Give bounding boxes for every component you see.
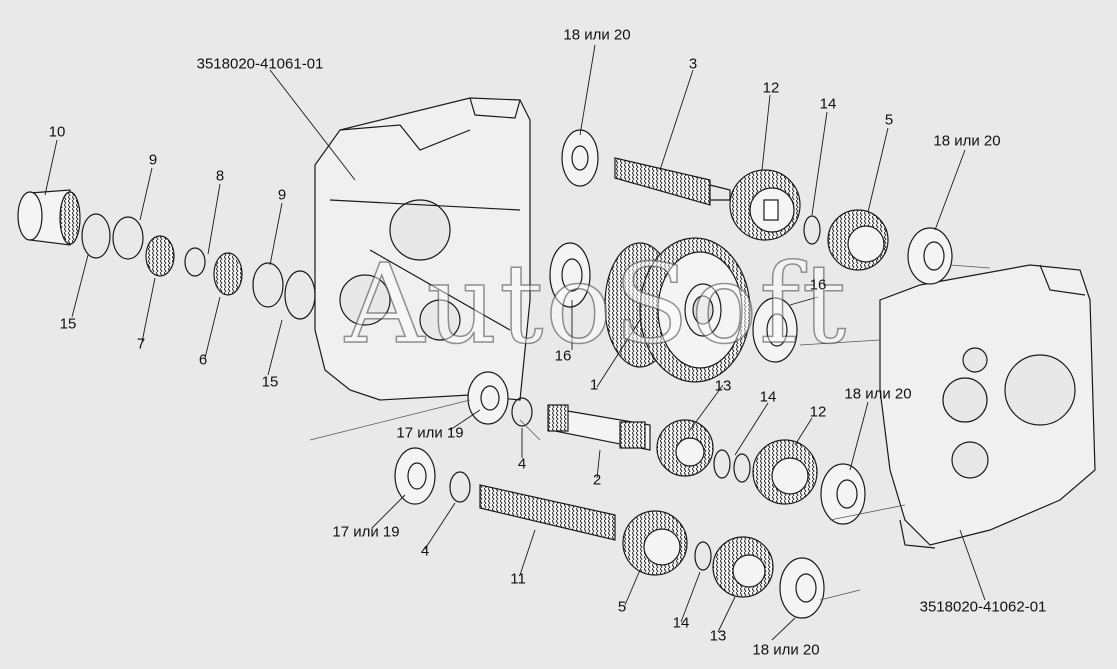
label-1: 1 — [589, 376, 599, 394]
label-9a: 9 — [148, 151, 158, 169]
gear-5b — [622, 510, 688, 576]
gear-5a — [827, 209, 889, 271]
label-housing-left: 3518020-41061-01 — [196, 55, 324, 73]
gear-12a — [729, 169, 801, 241]
label-17a: 17 или 19 — [396, 424, 464, 442]
label-10: 10 — [48, 123, 66, 141]
bearing-18d — [779, 557, 825, 619]
washer-9b — [252, 262, 284, 308]
label-12a: 12 — [762, 79, 780, 97]
snap-ring-14a — [803, 215, 821, 245]
gear-13b — [712, 536, 774, 598]
bearing-16b — [752, 297, 798, 363]
bearing-18c — [820, 463, 866, 525]
label-5b: 5 — [617, 598, 627, 616]
assembly-lines — [309, 264, 991, 601]
label-14c: 14 — [672, 614, 690, 632]
label-5a: 5 — [884, 111, 894, 129]
left-housing — [314, 97, 531, 401]
snap-ring-15a — [81, 213, 111, 259]
right-housing — [879, 264, 1096, 549]
label-16a: 16 — [809, 276, 827, 294]
gear-12b — [752, 439, 818, 505]
label-17b: 17 или 19 — [332, 523, 400, 541]
snap-ring-15b — [284, 270, 316, 320]
label-13b: 13 — [709, 627, 727, 645]
shaft-2 — [547, 404, 651, 451]
label-2: 2 — [592, 471, 602, 489]
label-housing-right: 3518020-41062-01 — [919, 598, 1047, 616]
label-18a: 18 или 20 — [563, 26, 631, 44]
label-14a: 14 — [819, 95, 837, 113]
label-18d: 18 или 20 — [752, 641, 820, 659]
washer-4a — [511, 397, 533, 427]
label-6: 6 — [198, 351, 208, 369]
leader-lines — [44, 44, 986, 641]
bearing-17a — [467, 371, 509, 425]
label-14b: 14 — [759, 388, 777, 406]
snap-ring-14c — [733, 453, 751, 483]
label-18b: 18 или 20 — [933, 132, 1001, 150]
gear-cluster-1 — [604, 237, 751, 383]
gear-13a — [656, 419, 714, 477]
label-7: 7 — [136, 335, 146, 353]
label-4b: 4 — [420, 542, 430, 560]
snap-ring-14d — [694, 541, 712, 571]
washer-8 — [184, 247, 206, 277]
label-8: 8 — [215, 167, 225, 185]
label-16b: 16 — [554, 347, 572, 365]
washer-4b — [449, 471, 471, 503]
label-4a: 4 — [517, 455, 527, 473]
label-3: 3 — [688, 55, 698, 73]
label-13a: 13 — [714, 377, 732, 395]
needle-bearing-10 — [17, 189, 81, 246]
bearing-17b — [394, 447, 436, 505]
bearing-18b — [907, 227, 953, 285]
label-11: 11 — [510, 570, 526, 588]
snap-ring-14b — [713, 449, 731, 479]
bearing-16a — [549, 242, 591, 308]
label-15a: 15 — [59, 315, 77, 333]
needle-cage-6 — [213, 252, 243, 296]
shaft-11 — [479, 484, 616, 541]
watermark: AutoSoft — [344, 239, 849, 369]
shaft-3 — [561, 129, 731, 206]
label-15b: 15 — [261, 373, 279, 391]
needle-cage-7 — [145, 235, 175, 277]
washer-9a — [112, 216, 144, 260]
label-12b: 12 — [809, 403, 827, 421]
label-9b: 9 — [277, 186, 287, 204]
label-18c: 18 или 20 — [844, 385, 912, 403]
